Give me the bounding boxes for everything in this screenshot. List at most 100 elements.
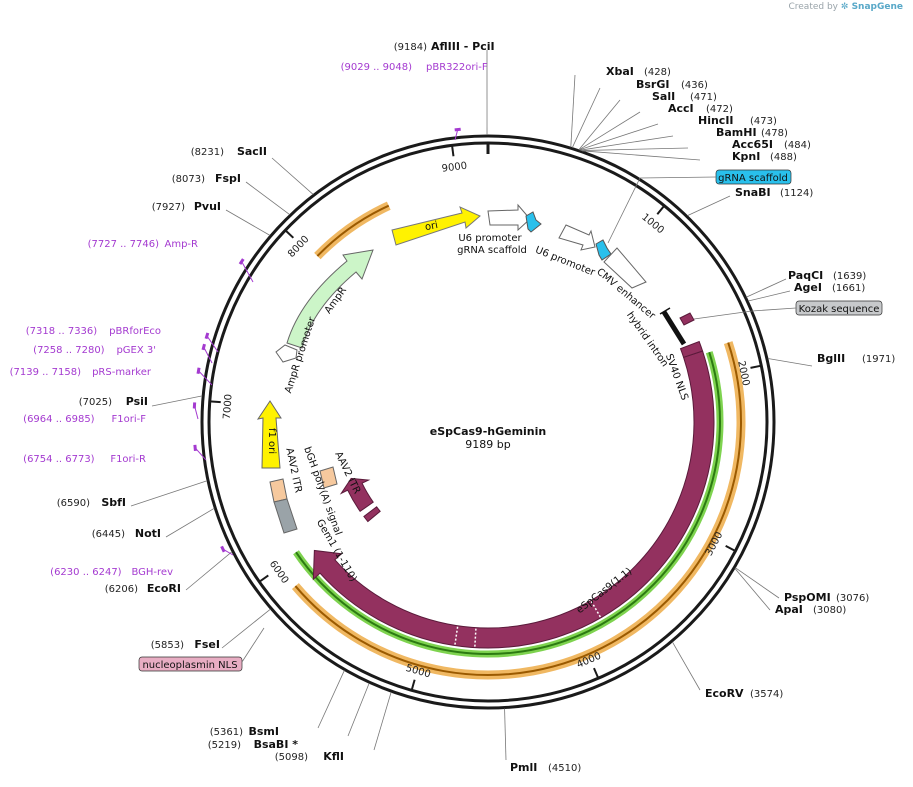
u6-promoter-arrow-2[interactable] [558,224,596,251]
site-leader [579,123,659,151]
restriction-site[interactable]: SalI(471) [652,90,717,103]
ori-feature-arrow[interactable] [391,206,481,246]
restriction-site[interactable]: (9184)AflIII - PciI [394,40,495,53]
site-name: Acc65I [732,138,773,151]
primer-range: (9029 .. 9048) [341,62,413,73]
restriction-site[interactable]: SbfI(6590) [57,496,126,509]
primer-label[interactable]: F1ori-F(6964 .. 6985) [23,414,146,425]
site-position: (1661) [832,283,865,294]
restriction-site[interactable]: AccI(472) [668,102,733,115]
tag-grna-scaffold[interactable]: gRNA scaffold [715,169,792,185]
restriction-site[interactable]: ApaI(3080) [775,603,846,616]
restriction-site[interactable]: PmlI(4510) [510,761,581,774]
primer-label[interactable]: pBRforEco(7318 .. 7336) [26,326,161,337]
cas9-dashes [454,600,601,647]
restriction-site[interactable]: BsmI(5361) [210,725,279,738]
restriction-site[interactable]: SacII(8231) [191,145,267,158]
site-position: (1639) [833,271,866,282]
primer-label[interactable]: pGEX 3'(7258 .. 7280) [33,345,156,356]
site-name: KflI [323,750,344,763]
tag-kozak-sequence[interactable]: Kozak sequence [795,300,883,316]
site-name: AgeI [794,281,822,294]
site-position: (3076) [836,593,869,604]
restriction-site[interactable]: PsiI(7025) [79,395,148,408]
nucleoplasmin-nls-feature[interactable] [363,506,381,523]
site-name: EcoRI [147,582,181,595]
site-name: PspOMI [784,591,831,604]
primer-label[interactable]: (9029 .. 9048)pBR322ori-F [341,62,488,73]
aav2-itr-left[interactable] [269,478,288,503]
espcas9-feature-arrow[interactable] [312,350,715,649]
restriction-site[interactable]: EcoRV(3574) [705,687,783,700]
u6-promoter-arrow-1[interactable] [487,203,531,232]
primer-mark[interactable] [193,444,197,451]
restriction-site[interactable]: EcoRI(6206) [105,582,181,595]
cmv-enhancer-feature[interactable] [603,247,647,289]
site-name: BglII [817,352,845,365]
gem1-feature-arrow[interactable] [339,477,374,513]
primer-label[interactable]: BGH-rev(6230 .. 6247) [50,567,173,578]
restriction-site[interactable]: BglII(1971) [817,352,895,365]
primer-range: (7139 .. 7158) [10,367,82,378]
primer-label[interactable]: F1ori-R(6754 .. 6773) [23,454,146,465]
restriction-site[interactable]: FspI(8073) [172,172,241,185]
primer-mark[interactable] [196,367,201,374]
sv40-nls-feature[interactable] [679,340,704,358]
primer-mark[interactable] [454,127,461,132]
restriction-site[interactable]: AgeI (1661) [794,281,865,294]
restriction-site[interactable]: FseI(5853) [151,638,220,651]
kozak-feature[interactable] [679,312,695,326]
site-position: (5853) [151,640,184,651]
site-position: (8073) [172,174,205,185]
scale-tick-label: 6000 [267,559,291,586]
site-position: (7927) [152,202,185,213]
primer-label[interactable]: Amp-R(7727 .. 7746) [88,239,198,250]
primer-label[interactable]: pRS-marker(7139 .. 7158) [10,367,152,378]
site-leader-lines [130,49,813,761]
primer-leader [454,129,459,141]
restriction-site[interactable]: PspOMI (3076) [784,591,869,604]
restriction-site[interactable]: BamHI(478) [716,126,788,139]
tag-nucleoplasmin-nls[interactable]: nucleoplasmin NLS [138,656,243,672]
primer-leader [206,335,219,353]
restriction-site[interactable]: KpnI(488) [732,150,797,163]
site-name: BsmI [249,725,280,738]
site-name: BsrGI [636,78,669,91]
site-position: (484) [784,140,811,151]
feature-tracks [291,201,746,680]
primer-mark[interactable] [201,343,206,351]
restriction-site[interactable]: Acc65I (484) [732,138,811,151]
restriction-site[interactable]: XbaI(428) [606,65,671,78]
primer-labels: (9029 .. 9048)pBR322ori-F Amp-R(7727 .. 7… [10,62,488,578]
primer-range: (6754 .. 6773) [23,454,95,465]
scale-tick [725,544,736,552]
bgh-polya-feature[interactable] [273,498,298,534]
restriction-site[interactable]: NotI(6445) [92,527,161,540]
site-name: PmlI [510,761,537,774]
primer-name: Amp-R [165,239,199,250]
ampr-feature-arrow[interactable] [286,249,374,349]
f1-ori-feature-arrow[interactable] [256,400,282,469]
restriction-site[interactable]: SnaBI(1124) [735,186,813,199]
restriction-site[interactable]: BsrGI(436) [636,78,708,91]
aav2-itr-right[interactable] [319,466,338,489]
snapgene-logo: ✼ [840,2,852,12]
site-leader [571,87,601,148]
hybrid-intron-feature[interactable] [661,310,687,346]
primer-leader [198,370,213,386]
site-leader [373,692,392,751]
site-name: SalI [652,90,675,103]
site-name: XbaI [606,65,634,78]
ampr-promoter-arrow[interactable] [275,344,298,363]
restriction-site[interactable]: PaqCI(1639) [788,269,866,282]
restriction-site[interactable]: HincII(473) [698,114,777,127]
restriction-site[interactable]: BsaBI *(5219) [208,738,299,751]
primer-mark[interactable] [204,332,210,340]
grna-scaffold-feature-1[interactable] [525,211,542,233]
restriction-site[interactable]: PvuI(7927) [152,200,221,213]
primer-mark[interactable] [238,258,245,265]
scale-tick-label: 2000 [735,360,751,387]
primer-mark[interactable] [220,545,226,553]
site-leader [687,195,731,217]
restriction-site[interactable]: KflI(5098) [275,750,344,763]
